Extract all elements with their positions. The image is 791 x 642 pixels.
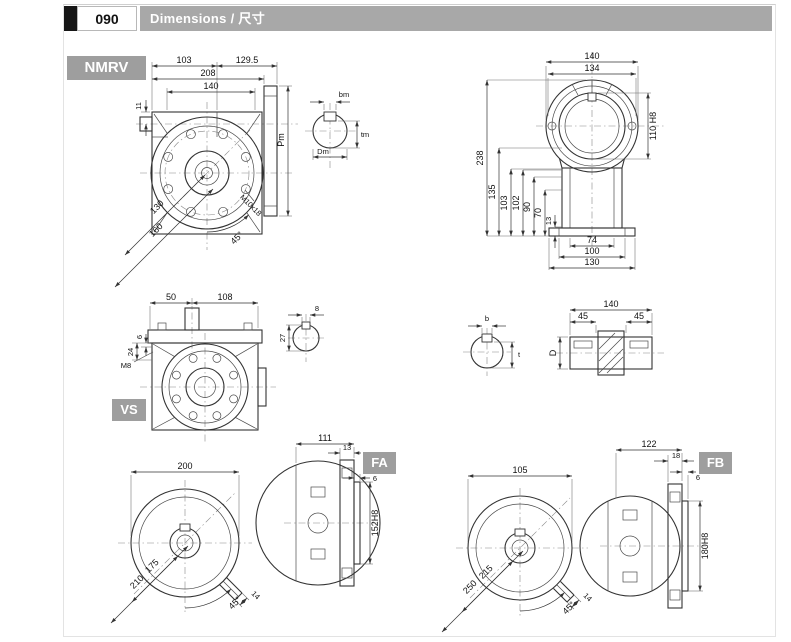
- header-accent-bar: [64, 6, 77, 31]
- dim-74: 74: [587, 235, 597, 245]
- dim-111: 111: [318, 433, 332, 443]
- dim-108: 108: [217, 292, 232, 302]
- section-label-vs: VS: [112, 399, 146, 421]
- page-title-text: Dimensions / 尺寸: [150, 11, 266, 26]
- fb-rear-view: 14 105 215 250 45°: [441, 465, 594, 633]
- tap-m8: M8: [121, 361, 131, 370]
- dim-70: 70: [533, 208, 543, 218]
- dim-13: 13: [544, 217, 553, 225]
- dim-6: 6: [696, 473, 700, 482]
- dim-105: 105: [512, 465, 527, 475]
- section-label-fa: FA: [363, 452, 396, 474]
- dim-pm: Pm: [276, 133, 286, 147]
- dim-130: 130: [584, 257, 599, 267]
- dim-140: 140: [203, 81, 218, 91]
- dim-11: 11: [134, 102, 143, 110]
- dim-8: 8: [315, 304, 319, 313]
- input-shaft-section: bm tm Dm: [305, 90, 369, 168]
- dim-t: t: [518, 350, 521, 359]
- dim-238: 238: [475, 150, 485, 165]
- rear-view: 140 134 238 135 103 102 90 70 13 110 H8: [475, 51, 664, 270]
- dim-140: 140: [584, 51, 599, 61]
- dim-129-5: 129.5: [236, 55, 259, 65]
- fb-side-view: 180H8 122 18 6: [579, 439, 710, 609]
- dim-d: D: [548, 349, 558, 356]
- dim-175: 175: [143, 557, 161, 575]
- dim-103: 103: [499, 195, 509, 210]
- dim-180h8: 180H8: [700, 533, 710, 560]
- dim-18: 18: [672, 451, 680, 460]
- nmrv-front-view: 103 129.5 208 140 11 Pm 130 160 45° M10x…: [114, 55, 298, 288]
- dim-140: 140: [603, 299, 618, 309]
- dim-135: 135: [487, 184, 497, 199]
- dim-b: b: [485, 314, 489, 323]
- fa-rear-view: 14 200 175 210 45°: [110, 461, 262, 624]
- dim-130: 130: [148, 198, 166, 216]
- vs-front-view: 50 108 24 6 M8: [121, 292, 276, 442]
- section-label-nmrv: NMRV: [67, 56, 146, 80]
- page-number: 090: [77, 6, 137, 31]
- dim-250: 250: [461, 578, 479, 596]
- dim-102: 102: [511, 195, 521, 210]
- dim-24: 24: [126, 348, 135, 356]
- page-number-text: 090: [95, 11, 119, 27]
- dim-160: 160: [147, 221, 165, 239]
- vs-shaft-section: 8 27: [278, 304, 324, 362]
- output-shaft-drawing: b t D 140 45 45: [463, 299, 664, 376]
- dim-200: 200: [177, 461, 192, 471]
- dim-208: 208: [200, 68, 215, 78]
- dim-50: 50: [166, 292, 176, 302]
- dim-122: 122: [641, 439, 656, 449]
- section-label-fb: FB: [699, 452, 732, 474]
- dim-134: 134: [584, 63, 599, 73]
- fa-side-view: 152H8 111 13 6: [255, 433, 381, 587]
- tap-callout: M10x18: [238, 193, 263, 218]
- dim-103: 103: [176, 55, 191, 65]
- dim-14: 14: [250, 589, 262, 601]
- dim-dm: Dm: [317, 147, 329, 156]
- dim-45b: 45: [634, 311, 644, 321]
- dim-110h8: 110 H8: [648, 112, 658, 140]
- dim-bm: bm: [339, 90, 349, 99]
- page-title-bar: Dimensions / 尺寸: [140, 6, 772, 31]
- dim-45a: 45: [578, 311, 588, 321]
- dim-100: 100: [584, 246, 599, 256]
- dim-14: 14: [582, 591, 594, 603]
- dim-45deg: 45°: [561, 599, 578, 616]
- dim-45deg: 45°: [229, 229, 246, 246]
- dim-45deg: 45°: [227, 594, 244, 611]
- dim-6: 6: [135, 335, 144, 339]
- dim-27: 27: [278, 334, 287, 342]
- dim-6: 6: [373, 474, 377, 483]
- dim-tm: tm: [361, 130, 369, 139]
- dim-13: 13: [343, 443, 351, 452]
- dim-210: 210: [128, 573, 146, 591]
- dim-152h8: 152H8: [370, 510, 380, 537]
- page-border: [63, 4, 776, 637]
- dim-90: 90: [522, 202, 532, 212]
